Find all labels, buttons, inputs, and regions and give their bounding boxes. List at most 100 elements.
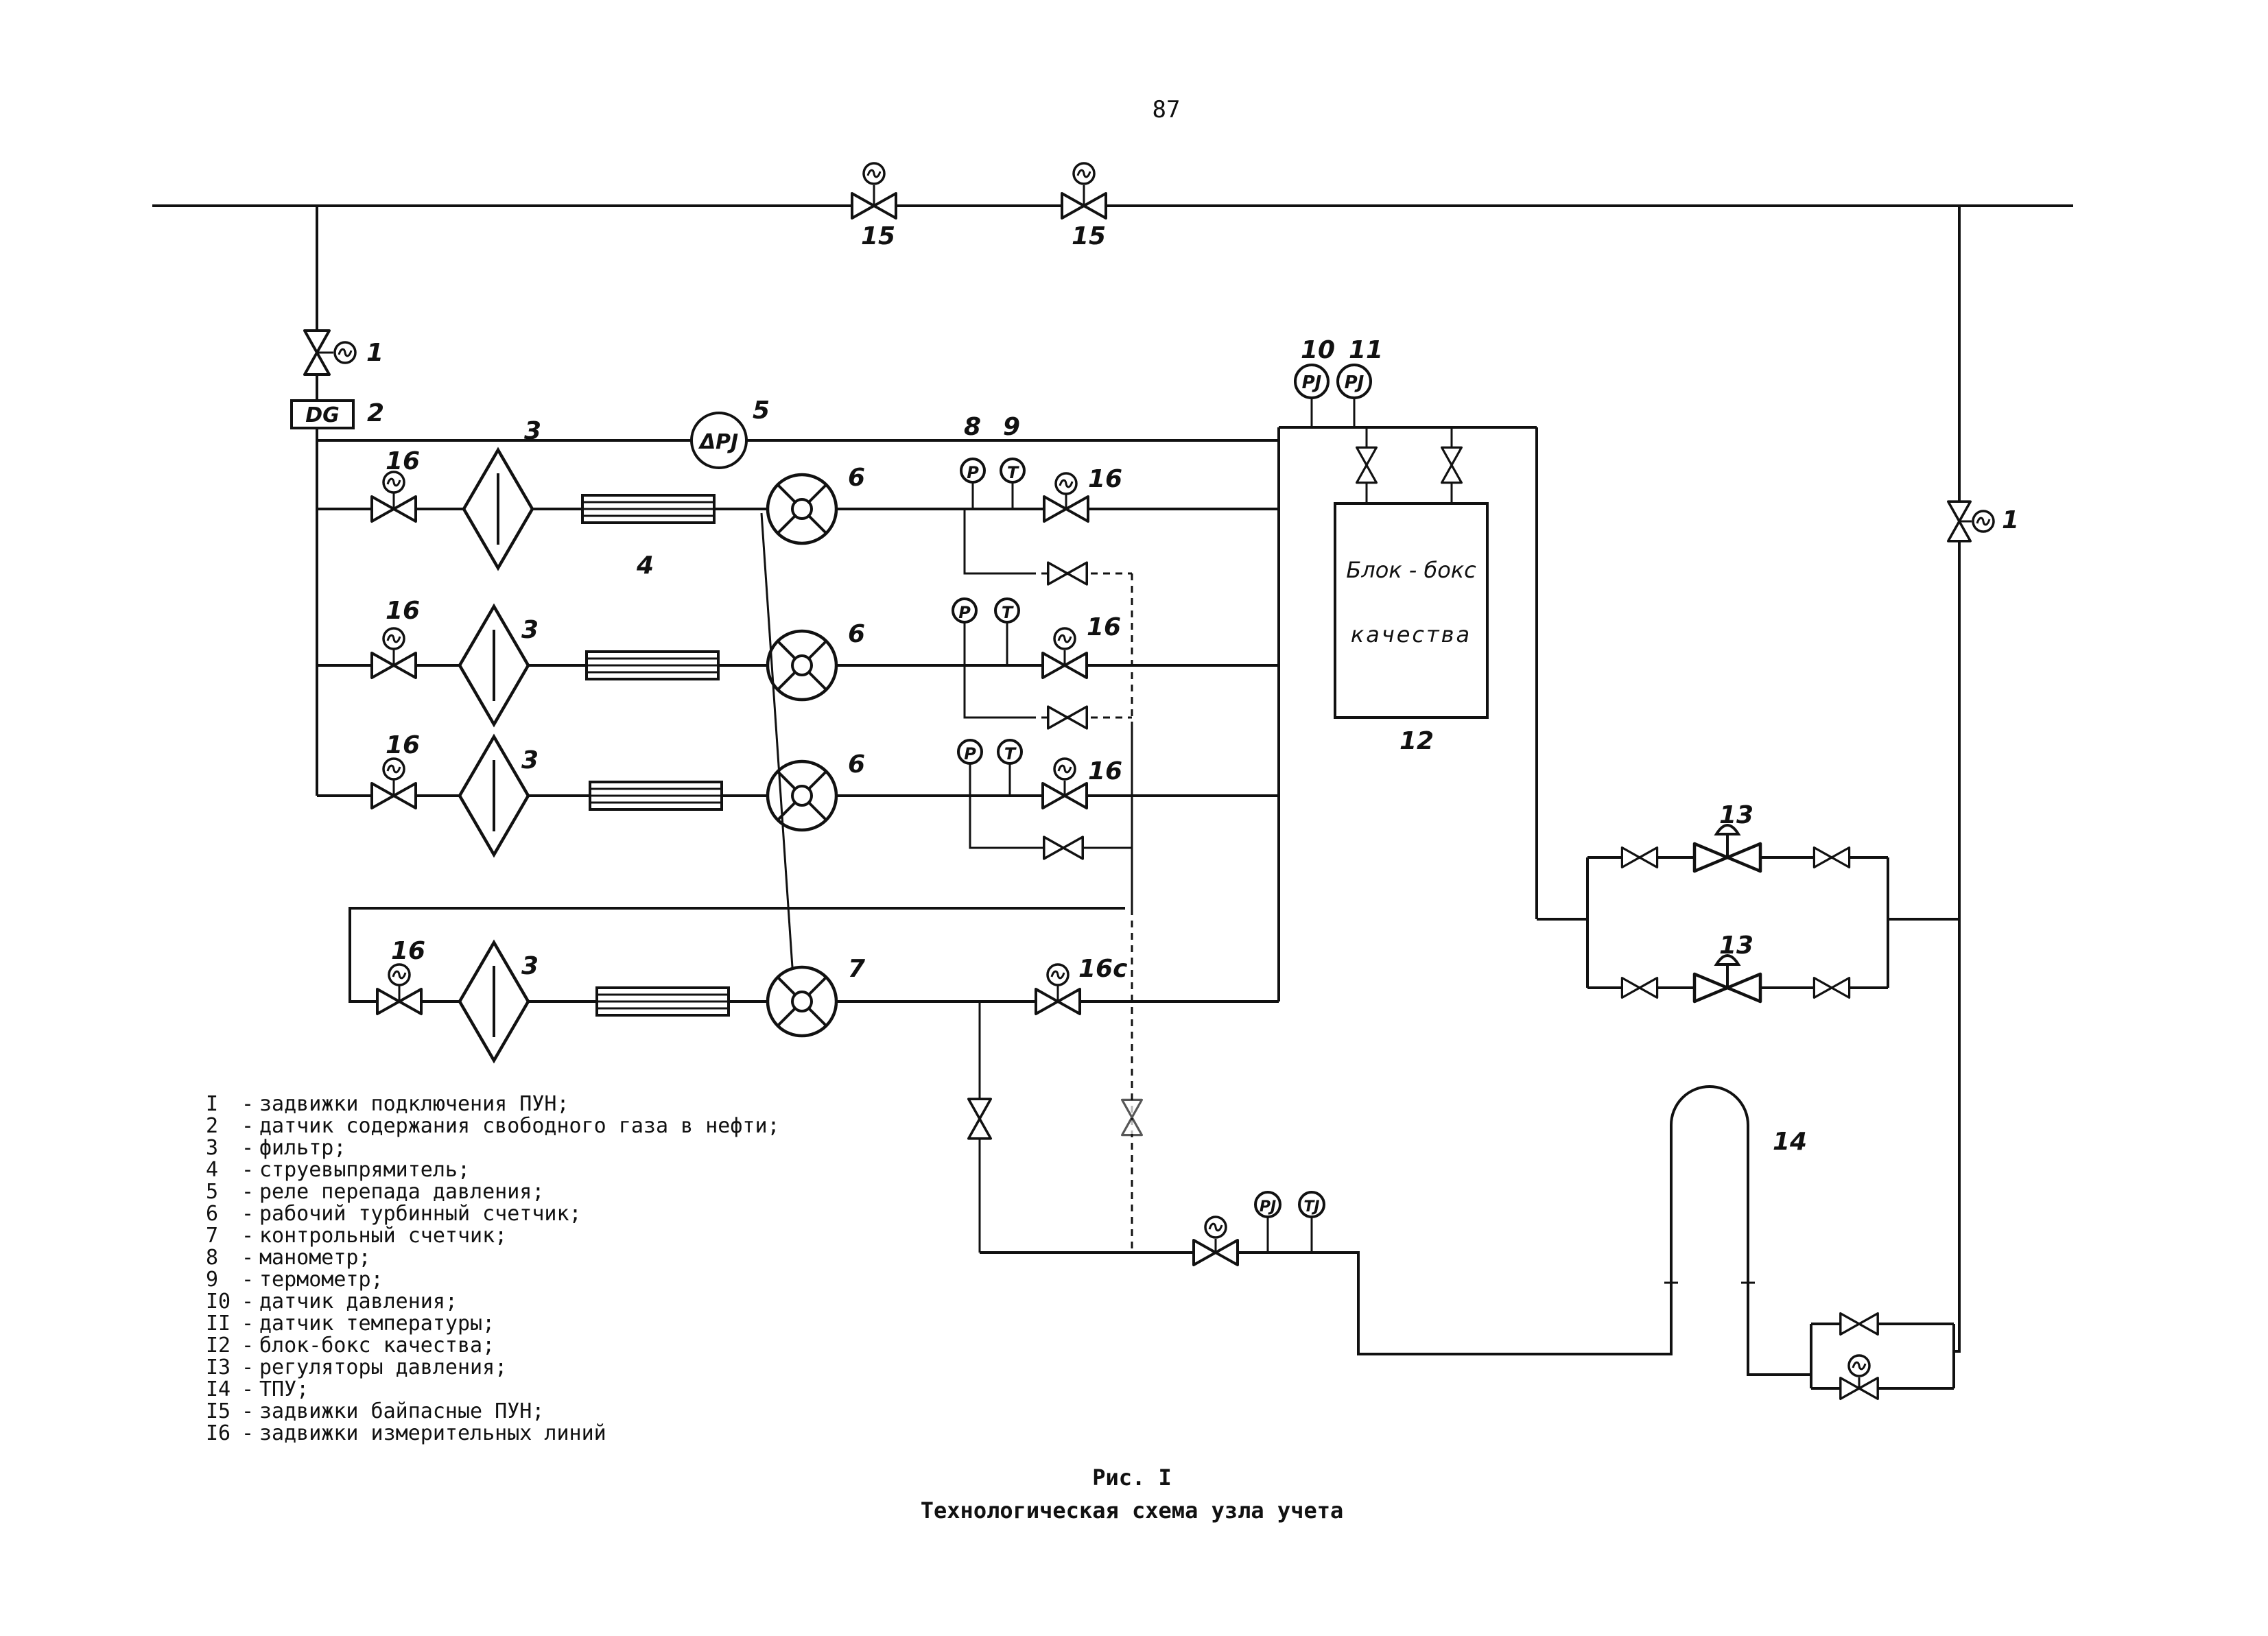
legend-text: задвижки байпасные ПУН;	[259, 1399, 545, 1423]
line-3-instruments: P T 16	[957, 739, 1122, 809]
legend-item: 3 - фильтр;	[206, 1137, 780, 1159]
legend-number: I2	[206, 1333, 231, 1358]
svg-text:3: 3	[521, 746, 539, 774]
legend-text: манометр;	[259, 1246, 371, 1270]
legend-item: II - датчик температуры;	[206, 1313, 780, 1335]
quality-header	[1279, 426, 1538, 919]
svg-text:15: 15	[1072, 222, 1106, 250]
legend-number: I4	[206, 1377, 231, 1401]
legend-text: задвижки измерительных линий	[259, 1421, 606, 1445]
legend-number: 8	[206, 1246, 219, 1270]
legend-text: датчик температуры;	[259, 1312, 495, 1336]
legend-text: задвижки подключения ПУН;	[259, 1092, 569, 1116]
legend-text: датчик давления;	[259, 1290, 458, 1314]
svg-text:Блок - бокс: Блок - бокс	[1346, 557, 1476, 583]
legend-separator: -	[229, 1224, 267, 1248]
figure-title: Технологическая схема узла учета	[920, 1497, 1344, 1524]
line-1-instruments: P T 16	[960, 458, 1122, 523]
svg-text:PJ: PJ	[1345, 372, 1365, 393]
control-outlet: 16с	[967, 955, 1144, 1253]
legend-item: 7 - контрольный счетчик;	[206, 1225, 780, 1247]
line-3-equipment: 16 3 6	[370, 731, 865, 855]
legend-text: фильтр;	[259, 1136, 346, 1160]
legend-separator: -	[229, 1355, 267, 1379]
legend-number: II	[206, 1312, 231, 1336]
bypass-valve-15-b: 15	[1061, 162, 1107, 250]
svg-text:16: 16	[1088, 757, 1122, 785]
svg-text:14: 14	[1773, 1128, 1807, 1156]
legend-item: I4 - ТПУ;	[206, 1379, 780, 1401]
legend-item: 8 - манометр;	[206, 1247, 780, 1269]
svg-text:4: 4	[636, 552, 654, 580]
legend-item: I6 - задвижки измерительных линий	[206, 1423, 780, 1445]
legend-separator: -	[229, 1158, 267, 1182]
svg-text:P: P	[967, 463, 979, 482]
legend-item: 2 - датчик содержания свободного газа в …	[206, 1115, 780, 1137]
legend-number: 6	[206, 1202, 219, 1226]
line-2-bypass-branch	[963, 665, 1132, 730]
line-3-bypass-branch	[969, 796, 1132, 860]
svg-text:1: 1	[2002, 506, 2019, 534]
legend-separator: -	[229, 1290, 267, 1314]
svg-text:15: 15	[861, 222, 895, 250]
svg-text:3: 3	[524, 417, 541, 445]
legend-text: контрольный счетчик;	[259, 1224, 508, 1248]
figure-caption: Рис. I Технологическая схема узла учета	[755, 1461, 1509, 1527]
svg-text:13: 13	[1719, 932, 1753, 960]
svg-text:16с: 16с	[1078, 955, 1127, 983]
legend-number: 4	[206, 1158, 219, 1182]
legend-separator: -	[229, 1377, 267, 1401]
legend-separator: -	[229, 1114, 267, 1138]
meter-cross-connection	[760, 512, 794, 968]
legend-item: I2 - блок-бокс качества;	[206, 1335, 780, 1357]
svg-text:T: T	[1007, 463, 1019, 482]
svg-text:8: 8	[964, 413, 981, 441]
svg-text:2: 2	[367, 399, 384, 427]
legend-text: струевыпрямитель;	[259, 1158, 471, 1182]
svg-text:16: 16	[1088, 465, 1122, 493]
line-1-bypass-branch	[963, 509, 1132, 586]
legend-separator: -	[229, 1399, 267, 1423]
legend-number: I5	[206, 1399, 231, 1423]
legend-separator: -	[229, 1246, 267, 1270]
legend-separator: -	[229, 1136, 267, 1160]
svg-text:P: P	[958, 603, 971, 622]
pressure-sensor-10: PJ 10	[1294, 336, 1335, 427]
legend-item: 6 - рабочий турбинный счетчик;	[206, 1203, 780, 1225]
legend-item: 4 - струевыпрямитель;	[206, 1159, 780, 1181]
svg-text:качества: качества	[1351, 621, 1472, 648]
legend-number: I	[206, 1092, 219, 1116]
tpu-supply-line: PJ TJ	[980, 1159, 1673, 1355]
legend-separator: -	[229, 1312, 267, 1336]
bypass-valve-15-a: 15	[851, 162, 897, 250]
legend-separator: -	[229, 1333, 267, 1358]
svg-text:PJ: PJ	[1302, 372, 1322, 393]
legend-item: I - задвижки подключения ПУН;	[206, 1093, 780, 1115]
svg-text:16: 16	[386, 447, 420, 475]
svg-text:9: 9	[1003, 413, 1020, 441]
svg-text:P: P	[964, 744, 976, 763]
svg-text:16: 16	[386, 731, 420, 759]
svg-text:5: 5	[753, 396, 770, 425]
connection-valve-1-right: 1	[1946, 500, 2019, 543]
page-number: 87	[1152, 96, 1181, 123]
line-2-instruments: P T 16	[952, 597, 1121, 679]
gas-content-sensor-2: DG 2	[290, 399, 384, 429]
legend-text: блок-бокс качества;	[259, 1333, 495, 1358]
legend-number: I6	[206, 1421, 231, 1445]
legend-text: датчик содержания свободного газа в нефт…	[259, 1114, 780, 1138]
svg-text:1: 1	[366, 339, 383, 367]
svg-text:6: 6	[848, 464, 865, 492]
svg-text:16: 16	[391, 937, 425, 965]
quality-block-box-12: Блок - бокс качества 12	[1334, 427, 1489, 755]
legend-text: термометр;	[259, 1268, 383, 1292]
legend-number: 7	[206, 1224, 219, 1248]
line-1-equipment: 16 3 4 6	[370, 417, 865, 580]
svg-text:11: 11	[1349, 336, 1383, 364]
svg-text:6: 6	[848, 620, 865, 648]
control-line-equipment: 16 3 7	[376, 937, 865, 1060]
svg-text:7: 7	[848, 955, 865, 983]
tpu-outlet-valves	[1810, 1312, 1961, 1401]
legend-item: 5 - реле перепада давления;	[206, 1181, 780, 1203]
